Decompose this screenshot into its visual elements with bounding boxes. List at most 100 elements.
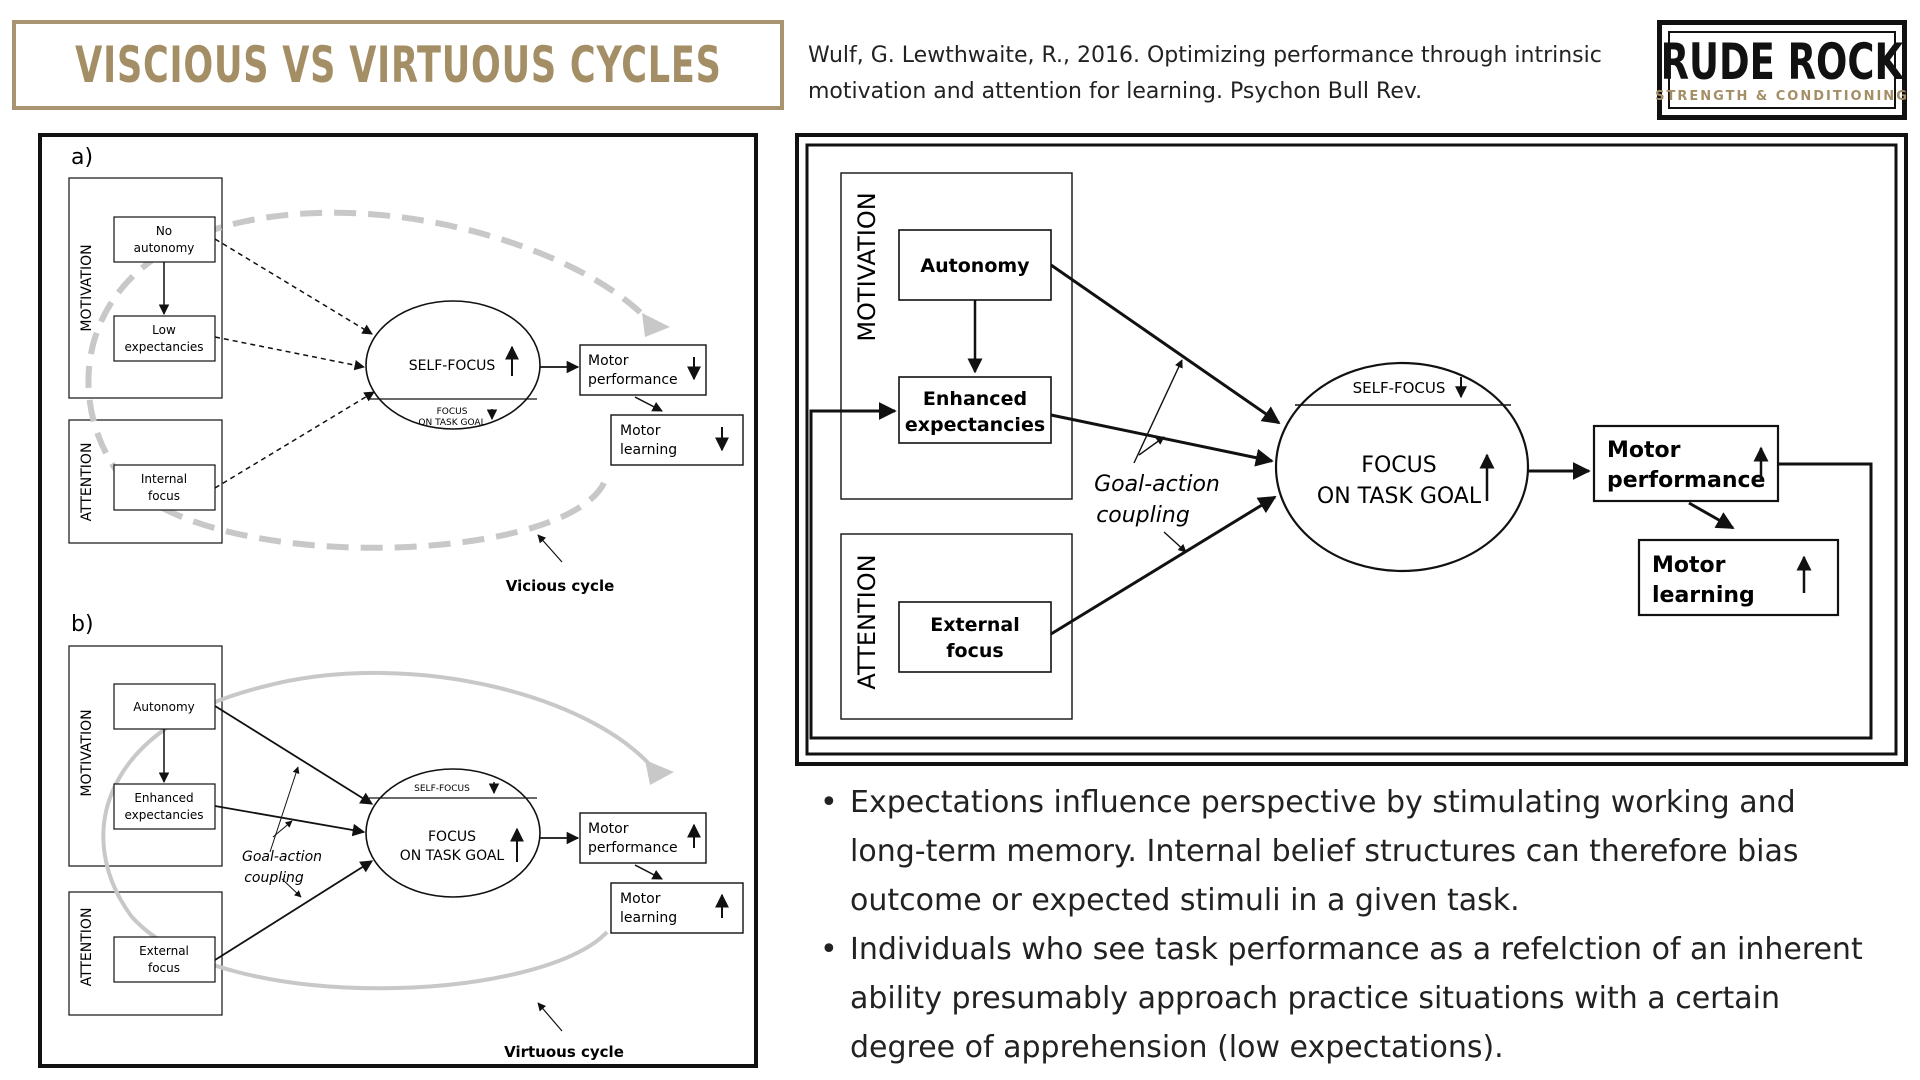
box-text: Motor	[1607, 438, 1681, 463]
ellipse-label: ON TASK GOAL	[1317, 484, 1482, 509]
page-title: VISCIOUS VS VIRTUOUS CYCLES	[74, 36, 722, 94]
arrow	[272, 820, 293, 838]
attention-label-b: ATTENTION	[79, 908, 95, 987]
arrow	[537, 1002, 563, 1032]
box-text: focus	[946, 640, 1003, 662]
bullet-icon: •	[820, 932, 838, 967]
attention-group-b	[68, 891, 223, 1016]
arrow	[634, 396, 663, 412]
bullet-line: Individuals who see task performance as …	[850, 932, 1863, 967]
arrow	[1133, 359, 1183, 464]
box-text: Enhanced	[923, 388, 1027, 410]
box-text: External	[930, 614, 1019, 636]
self-focus-ellipse	[365, 300, 541, 430]
box-text: Motor	[620, 891, 661, 907]
arrow	[214, 238, 373, 335]
arrow	[1688, 501, 1735, 530]
ellipse-sublabel: SELF-FOCUS	[414, 784, 470, 794]
logo-main-text: RUDE ROCK	[1660, 32, 1904, 91]
virtuous-cycle-diagram-large: MOTIVATION ATTENTION Autonomy Enhanced e…	[805, 143, 1898, 756]
virtuous-cycle-label: Virtuous cycle	[504, 1043, 624, 1061]
box-text: Low	[152, 323, 176, 337]
focus-task-goal-ellipse-b	[365, 768, 541, 898]
ellipse-label: SELF-FOCUS	[409, 358, 496, 374]
box-text: expectancies	[905, 414, 1045, 436]
ellipse-sublabel: ON TASK GOAL	[418, 418, 485, 428]
arrow	[214, 391, 375, 489]
arrow	[269, 766, 300, 853]
attention-group-a	[68, 419, 223, 544]
motivation-label-b: MOTIVATION	[79, 709, 95, 796]
box-text: learning	[620, 442, 677, 458]
focus-task-goal-ellipse-c	[1274, 361, 1530, 573]
bullet-icon: •	[820, 785, 838, 820]
box-text: performance	[588, 840, 678, 856]
right-diagram-panel: MOTIVATION ATTENTION Autonomy Enhanced e…	[795, 133, 1908, 766]
bullet-item: • Individuals who see task performance a…	[818, 925, 1918, 1072]
bullet-line: long-term memory. Internal belief struct…	[850, 834, 1799, 869]
box-text: performance	[588, 372, 678, 388]
motivation-group-b	[68, 645, 223, 867]
vicious-cycle-label: Vicious cycle	[506, 577, 615, 595]
box-text: Internal	[141, 472, 187, 486]
ellipse-label: ON TASK GOAL	[400, 848, 505, 864]
arrow	[1163, 531, 1187, 553]
arrow	[1050, 495, 1277, 636]
citation-line: Wulf, G. Lewthwaite, R., 2016. Optimizin…	[808, 43, 1602, 68]
ellipse-sublabel: SELF-FOCUS	[1353, 379, 1446, 397]
diagram-a-label: a)	[71, 145, 93, 170]
arrow	[634, 864, 663, 880]
external-focus-box-c	[898, 601, 1052, 673]
coupling-label: Goal-action	[242, 849, 322, 865]
box-text: performance	[1607, 468, 1765, 493]
arrow	[214, 805, 366, 837]
autonomy-box-c	[898, 229, 1052, 301]
motivation-label-c: MOTIVATION	[853, 192, 881, 341]
motivation-label-a: MOTIVATION	[79, 244, 95, 331]
motor-performance-box-a	[579, 344, 707, 396]
attention-label-c: ATTENTION	[853, 554, 881, 689]
bullet-item: • Expectations influence perspective by …	[818, 778, 1918, 925]
attention-label-a: ATTENTION	[79, 443, 95, 522]
arrow	[214, 705, 374, 805]
virtuous-cycle-arrowhead	[645, 760, 674, 785]
arrow	[214, 860, 374, 961]
arrow	[537, 534, 563, 563]
vicious-cycle-loop	[85, 209, 659, 551]
bullet-line: degree of apprehension (low expectations…	[850, 1030, 1504, 1065]
box-text: Motor	[620, 423, 661, 439]
virtuous-cycle-loop	[101, 670, 662, 991]
ellipse-label: FOCUS	[1361, 453, 1436, 478]
citation-line: motivation and attention for learning. P…	[808, 79, 1423, 104]
logo-sub-text: STRENGTH & CONDITIONING	[1655, 88, 1909, 104]
no-autonomy-box	[113, 216, 216, 263]
arrow	[281, 878, 302, 898]
title-banner: VISCIOUS VS VIRTUOUS CYCLES	[12, 20, 784, 110]
box-text: expectancies	[124, 808, 203, 822]
arrow	[1138, 436, 1165, 456]
box-text: Motor	[1652, 553, 1726, 578]
box-text: Motor	[588, 353, 629, 369]
box-text: learning	[1652, 583, 1755, 608]
box-text: autonomy	[134, 241, 195, 255]
box-text: Autonomy	[133, 700, 195, 714]
internal-focus-box	[113, 464, 216, 511]
coupling-label: Goal-action	[1094, 472, 1220, 497]
ellipse-sublabel: FOCUS	[437, 407, 468, 417]
box-text: Enhanced	[134, 791, 193, 805]
bullet-line: Expectations influence perspective by st…	[850, 785, 1796, 820]
citation: Wulf, G. Lewthwaite, R., 2016. Optimizin…	[808, 38, 1638, 110]
box-text: External	[139, 944, 189, 958]
coupling-label: coupling	[244, 870, 304, 886]
attention-group-c	[840, 533, 1073, 720]
box-text: Autonomy	[920, 255, 1030, 277]
box-text: focus	[148, 489, 180, 503]
feedback-loop-arrow	[809, 402, 1873, 740]
vicious-cycle-arrowhead	[642, 313, 670, 337]
enhanced-expectancies-box-b	[113, 783, 216, 830]
motivation-group-c	[840, 172, 1073, 500]
ellipse-label: FOCUS	[428, 829, 476, 845]
bullet-list: • Expectations influence perspective by …	[818, 778, 1918, 1072]
coupling-label: coupling	[1096, 503, 1190, 528]
inner-frame	[805, 143, 1898, 756]
